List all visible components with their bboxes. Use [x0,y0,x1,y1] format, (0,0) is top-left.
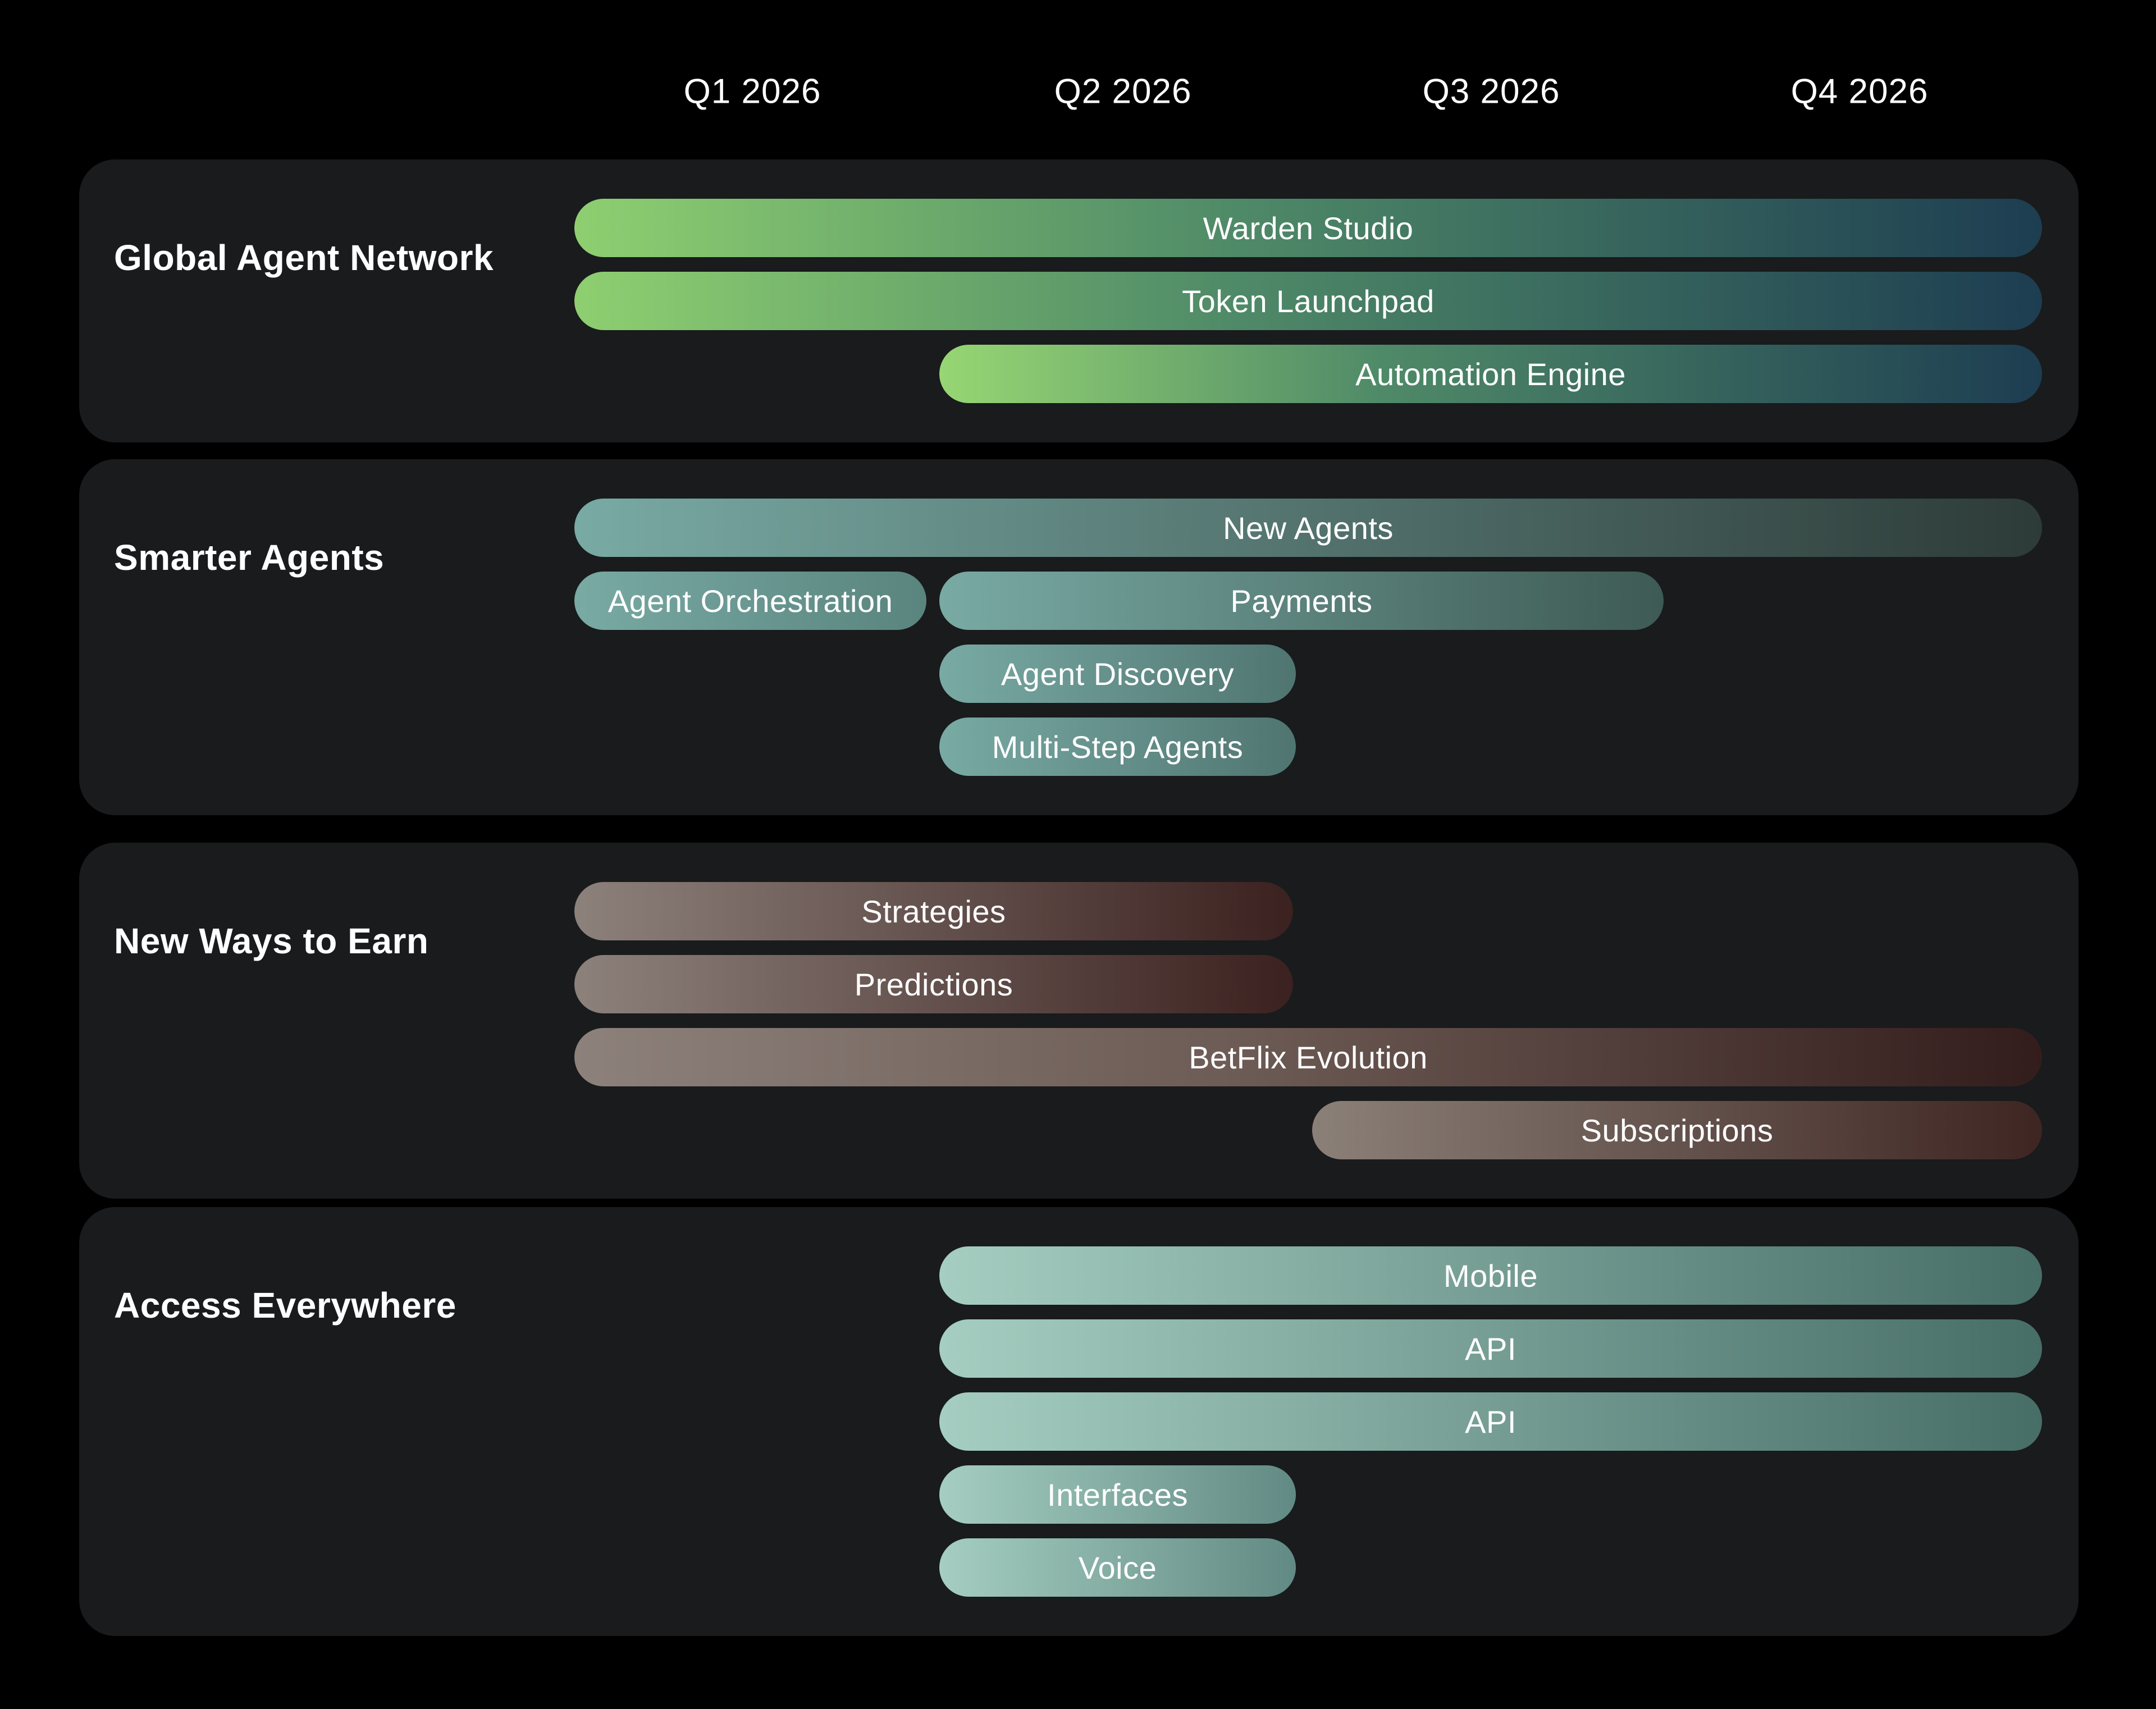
roadmap-bar-predictions: Predictions [574,955,1293,1013]
roadmap-bar-label: Agent Discovery [1001,656,1235,692]
section-panel-new-ways-to-earn: New Ways to Earn Strategies Predictions … [79,843,2079,1199]
roadmap-bar-warden-studio: Warden Studio [574,199,2042,257]
quarter-label-3: Q3 2026 [1422,72,1560,111]
roadmap-bar-label: New Agents [1223,510,1394,546]
bar-row: Automation Engine [79,345,2079,403]
roadmap-bar-api: API [939,1392,2042,1451]
roadmap-bar-label: Predictions [854,966,1013,1002]
bar-row: API [79,1319,2079,1378]
section-title: Global Agent Network [114,237,494,278]
bar-row: Subscriptions [79,1101,2079,1159]
roadmap-bar-label: Payments [1230,583,1373,619]
roadmap-bar-label: Subscriptions [1581,1112,1774,1148]
quarter-label-1: Q1 2026 [683,72,821,111]
roadmap-bar-label: Mobile [1444,1258,1538,1294]
roadmap-bar-voice: Voice [939,1538,1296,1597]
bar-row: Mobile [79,1246,2079,1305]
roadmap-bar-mobile: Mobile [939,1246,2042,1305]
roadmap-bar-label: Voice [1078,1550,1157,1585]
section-rows: Warden Studio Token Launchpad Automation… [79,199,2079,403]
quarter-label-2: Q2 2026 [1054,72,1192,111]
section-rows: New Agents Agent Orchestration Payments … [79,499,2079,776]
roadmap-bar-multi-step-agents: Multi-Step Agents [939,718,1296,776]
section-rows: Mobile API API Interfaces Voice [79,1246,2079,1597]
roadmap-bar-payments: Payments [939,572,1664,630]
bar-row: New Agents [79,499,2079,557]
section-panel-global-agent-network: Global Agent Network Warden Studio Token… [79,159,2079,442]
roadmap-bar-strategies: Strategies [574,882,1293,940]
roadmap-bar-label: Warden Studio [1203,210,1414,246]
roadmap-bar-automation-engine: Automation Engine [939,345,2042,403]
bar-row: Multi-Step Agents [79,718,2079,776]
roadmap-bar-label: Strategies [861,893,1006,929]
section-title: New Ways to Earn [114,921,429,962]
roadmap-bar-label: BetFlix Evolution [1189,1039,1428,1075]
bar-row: BetFlix Evolution [79,1028,2079,1086]
section-rows: Strategies Predictions BetFlix Evolution… [79,882,2079,1159]
section-title: Smarter Agents [114,537,385,578]
roadmap-bar-new-agents: New Agents [574,499,2042,557]
roadmap-bar-interfaces: Interfaces [939,1465,1296,1524]
bar-row: Agent Discovery [79,645,2079,703]
roadmap-bar-agent-orchestration: Agent Orchestration [574,572,926,630]
roadmap-bar-betflix-evolution: BetFlix Evolution [574,1028,2042,1086]
bar-row: API [79,1392,2079,1451]
section-panel-smarter-agents: Smarter Agents New Agents Agent Orchestr… [79,459,2079,815]
roadmap-bar-label: API [1465,1331,1516,1367]
section-panel-access-everywhere: Access Everywhere Mobile API API Interfa… [79,1207,2079,1636]
quarter-label-4: Q4 2026 [1790,72,1929,111]
roadmap-bar-agent-discovery: Agent Discovery [939,645,1296,703]
section-title: Access Everywhere [114,1285,456,1326]
roadmap-bar-label: Multi-Step Agents [992,729,1244,765]
bar-row: Predictions [79,955,2079,1013]
roadmap-bar-api: API [939,1319,2042,1378]
roadmap-bar-label: Token Launchpad [1182,283,1435,319]
bar-row: Token Launchpad [79,272,2079,330]
roadmap-bar-subscriptions: Subscriptions [1312,1101,2042,1159]
roadmap-bar-label: Agent Orchestration [607,583,893,619]
bar-row: Interfaces [79,1465,2079,1524]
roadmap-bar-token-launchpad: Token Launchpad [574,272,2042,330]
roadmap-bar-label: Interfaces [1047,1477,1188,1512]
bar-row: Strategies [79,882,2079,940]
bar-row: Voice [79,1538,2079,1597]
bar-row: Warden Studio [79,199,2079,257]
roadmap-bar-label: API [1465,1404,1516,1440]
bar-row: Agent Orchestration Payments [79,572,2079,630]
roadmap-bar-label: Automation Engine [1355,356,1626,392]
